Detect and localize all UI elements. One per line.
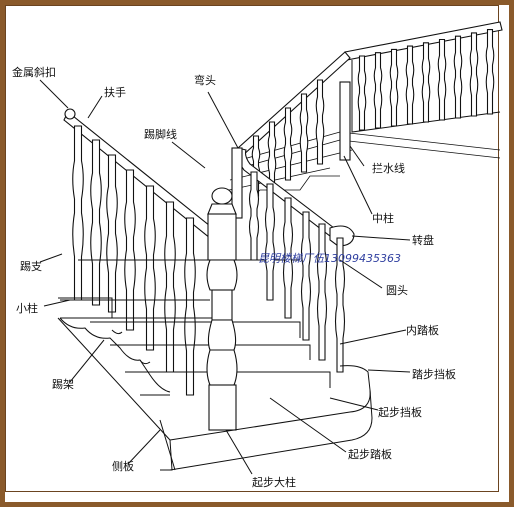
label-riser: 踏步挡板 [412, 367, 456, 381]
baluster [184, 217, 196, 396]
baluster [106, 154, 118, 313]
label-handrail: 扶手 [104, 85, 126, 99]
turn-rail [231, 147, 355, 247]
starting-newel [206, 187, 238, 431]
upper-railing [339, 21, 503, 159]
baluster [421, 42, 431, 123]
baluster [437, 38, 447, 121]
label-small-post: 小柱 [16, 301, 38, 315]
label-middle-post: 中柱 [372, 211, 394, 225]
baluster [485, 29, 495, 115]
baluster [124, 169, 136, 331]
baluster [264, 183, 276, 301]
label-metal-bracket: 金属斜扣 [12, 65, 56, 79]
part-labels: 金属斜扣 扶手 弯头 踢脚线 踢支 小柱 踢架 侧板 起步大柱 起步踏板 起步挡… [12, 65, 456, 489]
baluster [315, 79, 325, 165]
right-balusters [248, 171, 346, 373]
baluster [164, 201, 176, 373]
baluster [144, 185, 156, 351]
label-round-head: 圆头 [386, 284, 408, 297]
baluster [334, 237, 346, 373]
frame-inner-border [5, 5, 499, 492]
label-bend-head: 弯头 [194, 73, 216, 87]
baluster [389, 48, 399, 127]
label-turn-plate: 转盘 [412, 233, 434, 247]
baluster [282, 197, 294, 319]
label-starting-newel: 起步大柱 [252, 475, 296, 489]
label-baluster-support: 踢支 [20, 260, 42, 273]
label-skirting-line: 拦水线 [372, 161, 405, 175]
starting-step [160, 365, 373, 471]
baluster [405, 45, 415, 125]
label-inner-tread: 内踏板 [406, 323, 439, 337]
baluster [248, 171, 260, 261]
baluster [373, 52, 383, 129]
label-side-panel: 侧板 [112, 459, 134, 473]
baluster [316, 223, 328, 361]
label-starting-tread: 起步踏板 [348, 447, 392, 461]
label-starting-riser: 起步挡板 [378, 405, 422, 419]
lower-flight [57, 108, 331, 471]
baluster [469, 32, 479, 117]
label-tread-bracket: 踢架 [52, 378, 74, 391]
baluster [300, 211, 312, 341]
leader-lines [39, 79, 411, 475]
baluster [283, 107, 293, 181]
baluster [357, 55, 367, 131]
baluster [453, 35, 463, 119]
baluster [90, 139, 102, 306]
baluster [72, 125, 84, 301]
watermark-text: 昆明楼梯厂伍13099435363 [258, 252, 401, 265]
baluster [299, 93, 309, 173]
label-stringer-line: 踢脚线 [144, 127, 177, 141]
